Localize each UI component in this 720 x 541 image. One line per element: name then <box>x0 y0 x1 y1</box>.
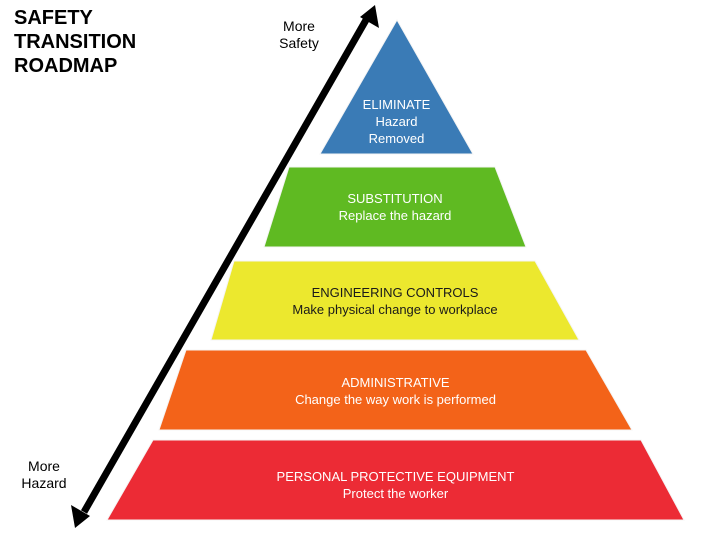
arrow-head-down-icon <box>71 505 90 528</box>
tier-administrative-text: ADMINISTRATIVE Change the way work is pe… <box>159 374 632 408</box>
tier-substitution-text: SUBSTITUTION Replace the hazard <box>264 190 526 224</box>
tier-ppe-heading: PERSONAL PROTECTIVE EQUIPMENT <box>276 469 515 484</box>
tier-administrative-line-2: Change the way work is performed <box>295 392 496 407</box>
page-title: SAFETY TRANSITION ROADMAP <box>14 6 136 78</box>
title-line-3: ROADMAP <box>14 55 118 77</box>
tier-ppe-shape <box>106 439 685 521</box>
tier-substitution-line-2: Replace the hazard <box>338 208 452 223</box>
tier-engineering-heading: ENGINEERING CONTROLS <box>311 285 479 300</box>
safety-hazard-arrow-shaft <box>80 18 370 514</box>
more-safety-label-line-1: More <box>283 18 315 34</box>
more-safety-label-line-2: Safety <box>279 35 319 51</box>
tier-substitution-heading: SUBSTITUTION <box>347 191 443 206</box>
tier-eliminate-text: ELIMINATE Hazard Removed <box>320 96 473 147</box>
more-hazard-label-line-2: Hazard <box>21 475 67 491</box>
tier-ppe-text: PERSONAL PROTECTIVE EQUIPMENT Protect th… <box>107 468 684 502</box>
tier-engineering-text: ENGINEERING CONTROLS Make physical chang… <box>211 284 579 318</box>
arrow-head-up-icon <box>360 5 379 28</box>
more-hazard-label-line-1: More <box>28 458 60 474</box>
tier-eliminate-line-3: Removed <box>368 131 425 146</box>
tier-administrative-shape <box>158 349 633 431</box>
tier-eliminate-heading: ELIMINATE <box>362 97 431 112</box>
more-safety-label: More Safety <box>266 18 332 52</box>
tier-engineering-shape <box>210 260 580 341</box>
tier-eliminate-line-2: Hazard <box>375 114 418 129</box>
tier-engineering-line-2: Make physical change to workplace <box>292 302 498 317</box>
tier-eliminate-shape <box>319 18 474 155</box>
title-line-1: SAFETY <box>14 7 93 29</box>
more-hazard-label: More Hazard <box>10 458 78 492</box>
tier-substitution-shape <box>263 166 527 248</box>
tier-administrative-heading: ADMINISTRATIVE <box>341 375 450 390</box>
tier-ppe-line-2: Protect the worker <box>342 486 449 501</box>
title-line-2: TRANSITION <box>14 31 137 53</box>
